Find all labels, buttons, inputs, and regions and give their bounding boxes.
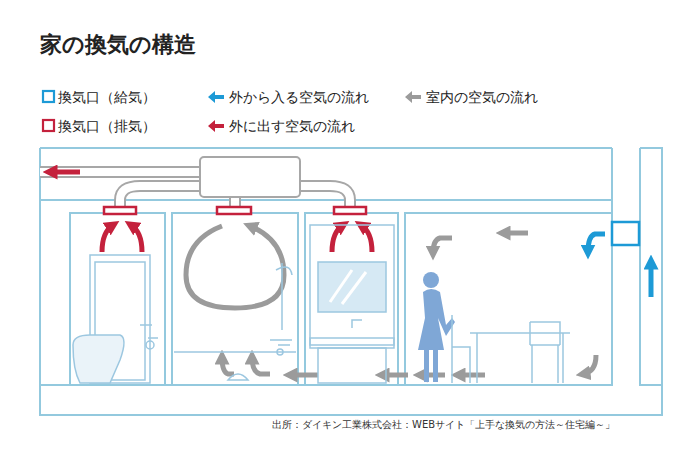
toilet-figure xyxy=(73,255,158,383)
duct xyxy=(40,172,350,208)
legend-swatch xyxy=(404,88,422,106)
legend-swatch xyxy=(40,117,58,135)
legend-swatch xyxy=(207,117,225,135)
diagram-title: 家の換気の構造 xyxy=(40,32,196,58)
table-chairs xyxy=(452,315,570,383)
bath-figure xyxy=(174,263,296,380)
house-outline xyxy=(40,148,662,415)
legend-text: 室内の空気の流れ xyxy=(426,89,538,106)
legend-text: 換気口（給気） xyxy=(58,89,156,106)
supply-arrow xyxy=(588,234,651,297)
legend-swatch xyxy=(40,88,58,106)
legend-swatch xyxy=(207,88,225,106)
ventilation-unit xyxy=(200,157,300,197)
washroom-figure xyxy=(310,225,394,383)
exhaust-arrow xyxy=(50,172,372,252)
woman-figure xyxy=(418,272,455,382)
legend-text: 外から入る空気の流れ xyxy=(229,89,369,106)
duct-inner xyxy=(40,172,350,209)
supply-vent xyxy=(612,222,639,245)
source-caption: 出所：ダイキン工業株式会社：WEBサイト「上手な換気の方法～住宅編～」 xyxy=(272,419,615,431)
legend-text: 外に出す空気の流れ xyxy=(229,118,355,135)
legend-text: 換気口（排気） xyxy=(58,118,156,135)
exhaust-vent xyxy=(104,207,366,214)
